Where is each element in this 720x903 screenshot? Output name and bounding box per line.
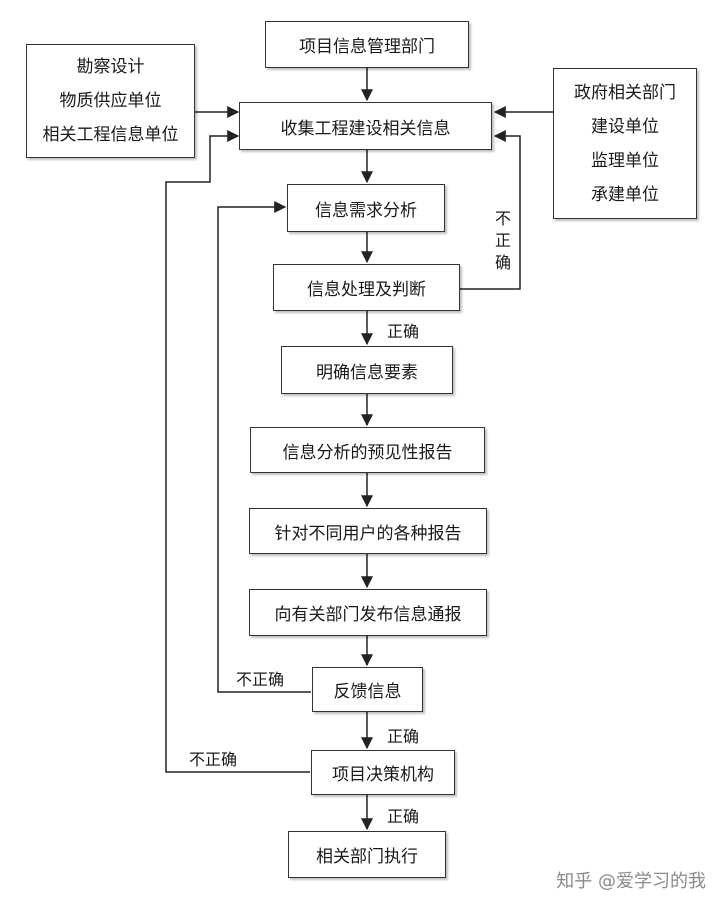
right-sources-box: 政府相关部门 建设单位 监理单位 承建单位 <box>553 68 697 219</box>
node-collect-info: 收集工程建设相关信息 <box>239 102 492 150</box>
left-sources-box: 勘察设计 物质供应单位 相关工程信息单位 <box>26 44 195 158</box>
edge-feedback-incorrect <box>217 201 311 693</box>
edge-process-incorrect <box>460 130 521 290</box>
left-source-item: 勘察设计 <box>76 57 145 77</box>
label-correct-decision: 正确 <box>387 807 420 826</box>
node-user-reports: 针对不同用户的各种报告 <box>249 508 487 554</box>
node-demand-analysis: 信息需求分析 <box>287 184 445 232</box>
label-incorrect-decision: 不正确 <box>189 750 238 769</box>
label-correct-process: 正确 <box>387 322 420 341</box>
edge-decision-incorrect <box>165 130 310 773</box>
right-source-item: 承建单位 <box>591 184 659 205</box>
node-process-judge: 信息处理及判断 <box>273 264 460 311</box>
node-publish-notice: 向有关部门发布信息通报 <box>249 589 487 636</box>
node-decision-body: 项目决策机构 <box>311 750 455 795</box>
right-source-item: 政府相关部门 <box>574 82 676 103</box>
label-incorrect-process: 不正确 <box>494 209 511 272</box>
label-incorrect-feedback: 不正确 <box>236 670 285 689</box>
node-clarify-elements: 明确信息要素 <box>281 346 453 394</box>
left-source-item: 物质供应单位 <box>59 91 162 111</box>
watermark: 知乎 @爱学习的我 <box>556 871 706 892</box>
label-correct-feedback: 正确 <box>387 727 420 746</box>
node-dept-execute: 相关部门执行 <box>288 831 446 878</box>
right-source-item: 建设单位 <box>591 116 659 137</box>
node-mgmt-dept: 项目信息管理部门 <box>265 21 469 68</box>
node-forecast-report: 信息分析的预见性报告 <box>250 427 485 473</box>
left-source-item: 相关工程信息单位 <box>42 125 179 145</box>
right-source-item: 监理单位 <box>591 150 659 171</box>
node-feedback: 反馈信息 <box>312 667 423 712</box>
